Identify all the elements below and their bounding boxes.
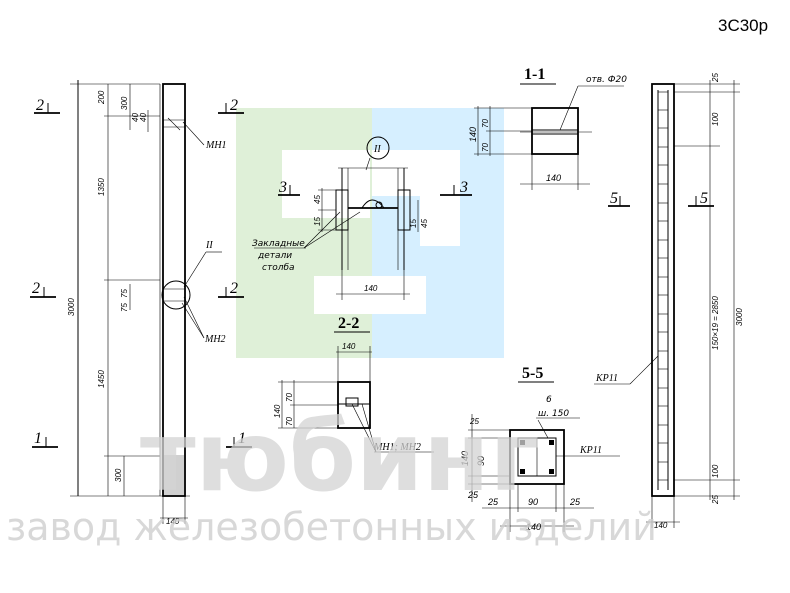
dim-70-c-s22: 70: [285, 393, 294, 402]
label-mh1-mh2: МН1; МН2: [373, 442, 421, 453]
dim-1350: 1350: [97, 178, 106, 196]
dim-90-s55-side: 90: [476, 456, 486, 466]
detail-II-marker-text: II: [373, 144, 381, 155]
dim-3000: 3000: [67, 298, 76, 316]
section-mark-2-left-top: 2: [36, 97, 44, 114]
logo-cutout-2: [372, 150, 460, 196]
dim-25-a-s55: 25: [469, 417, 479, 426]
dim-15-b: 15: [409, 219, 418, 228]
detail-II-circle: [161, 280, 191, 310]
dim-15: 15: [313, 217, 322, 226]
dim-140-s11: 140: [468, 127, 478, 142]
reinforcement-cage: 25 100 150×19 = 2850 3000 100 25 140 КР1…: [594, 73, 744, 530]
dim-150x19-cage: 150×19 = 2850: [711, 296, 720, 350]
section-mark-2-right-mid: 2: [230, 280, 238, 297]
dim-300-bottom: 300: [114, 468, 123, 482]
dim-300-top: 300: [120, 96, 129, 110]
dim-140-detail: 140: [364, 284, 378, 293]
cage-stirrups: [658, 91, 668, 481]
section-mark-5-right: 5: [700, 190, 708, 207]
logo-cutout-4: [314, 276, 426, 314]
dim-140-cage: 140: [654, 521, 668, 530]
dim-45-a: 45: [313, 195, 322, 204]
embedded-label-line3: столба: [262, 263, 295, 273]
dim-25-f-cage: 25: [711, 495, 720, 505]
label-kr11-cage: КР11: [595, 373, 618, 384]
product-code: 3С30р: [718, 16, 768, 35]
cage-outline: [651, 83, 675, 497]
logo-cutout-1: [282, 150, 370, 218]
dim-25-e-cage: 25: [711, 73, 720, 83]
logo-cutout-3: [420, 196, 460, 246]
section-1-1-title: 1-1: [524, 66, 545, 83]
dim-40-a: 40: [131, 113, 140, 122]
label-six: 6: [546, 395, 552, 405]
dim-140-bottom: 140: [166, 517, 180, 526]
dim-3000-cage: 3000: [735, 308, 744, 326]
column-base-shade: [164, 455, 184, 495]
embedded-label-line2: детали: [257, 251, 292, 261]
dim-75-b: 75: [120, 303, 129, 312]
label-mh1: МН1: [205, 140, 227, 151]
section-2-2: 2-2 140 140 70 70 МН1; МН2: [273, 315, 434, 453]
section-1-1-outline: [531, 107, 579, 155]
label-step-150: ш. 150: [538, 409, 569, 419]
detail-II: II 15 45 45 15 140 3 3: [252, 136, 472, 300]
section-mark-2-right-top: 2: [230, 97, 238, 114]
section-mark-1-left: 1: [34, 430, 42, 447]
logo-green-block: [236, 108, 372, 358]
watermark: тюбинг завод железобетонных изделий: [6, 401, 657, 549]
dim-1450: 1450: [97, 370, 106, 388]
dim-70-b-s11: 70: [481, 143, 490, 152]
section-mark-3-left: 3: [278, 179, 287, 196]
detail-II-marker: [366, 136, 390, 160]
column-elevation: МН1 МН2 II 200 300 40 40 1350 3000 75 75…: [30, 80, 252, 526]
dim-140-s55-side: 140: [460, 451, 470, 466]
dim-75-a: 75: [120, 289, 129, 298]
section-5-5-title: 5-5: [522, 365, 543, 382]
dim-100-a-cage: 100: [711, 112, 720, 126]
dim-200: 200: [97, 90, 106, 105]
section-1-1: 1-1 отв. Ф20 140 70 70 140: [468, 66, 627, 190]
dim-140-s22-side: 140: [273, 404, 282, 418]
label-kr11-s55: КР11: [579, 445, 602, 456]
section-mark-1-right: 1: [238, 430, 246, 447]
dim-140-s55-bottom: 140: [526, 522, 541, 532]
label-detail-II-left: II: [205, 240, 213, 251]
dim-25-d-s55: 25: [569, 497, 581, 507]
section-mark-3-right: 3: [459, 179, 468, 196]
section-5-5-outline: [509, 429, 565, 485]
dim-40-b: 40: [139, 113, 148, 122]
dim-100-b-cage: 100: [711, 464, 720, 478]
section-mark-5-left: 5: [610, 190, 618, 207]
label-mh2: МН2: [204, 334, 226, 345]
watermark-tagline: завод железобетонных изделий: [6, 505, 657, 549]
embedded-label-line1: Закладные: [252, 239, 305, 249]
dim-25-b-s55: 25: [467, 490, 479, 500]
section-mark-2-left-mid: 2: [32, 280, 40, 297]
dim-70-a-s11: 70: [481, 119, 490, 128]
dim-140-s22-top: 140: [342, 342, 356, 351]
dim-45-b: 45: [420, 219, 429, 228]
dim-140-s11-bottom: 140: [546, 173, 561, 183]
hole-label: отв. Ф20: [586, 75, 627, 85]
logo-background: [236, 108, 504, 358]
dim-90-s55-bottom: 90: [528, 497, 538, 507]
watermark-brand: тюбинг: [140, 401, 540, 513]
dim-70-d-s22: 70: [285, 417, 294, 426]
section-2-2-title: 2-2: [338, 315, 359, 332]
section-5-5: 5-5 6 ш. 150 КР11 25 140 90 25 25 90 25: [460, 365, 620, 532]
dim-25-c-s55: 25: [487, 497, 499, 507]
